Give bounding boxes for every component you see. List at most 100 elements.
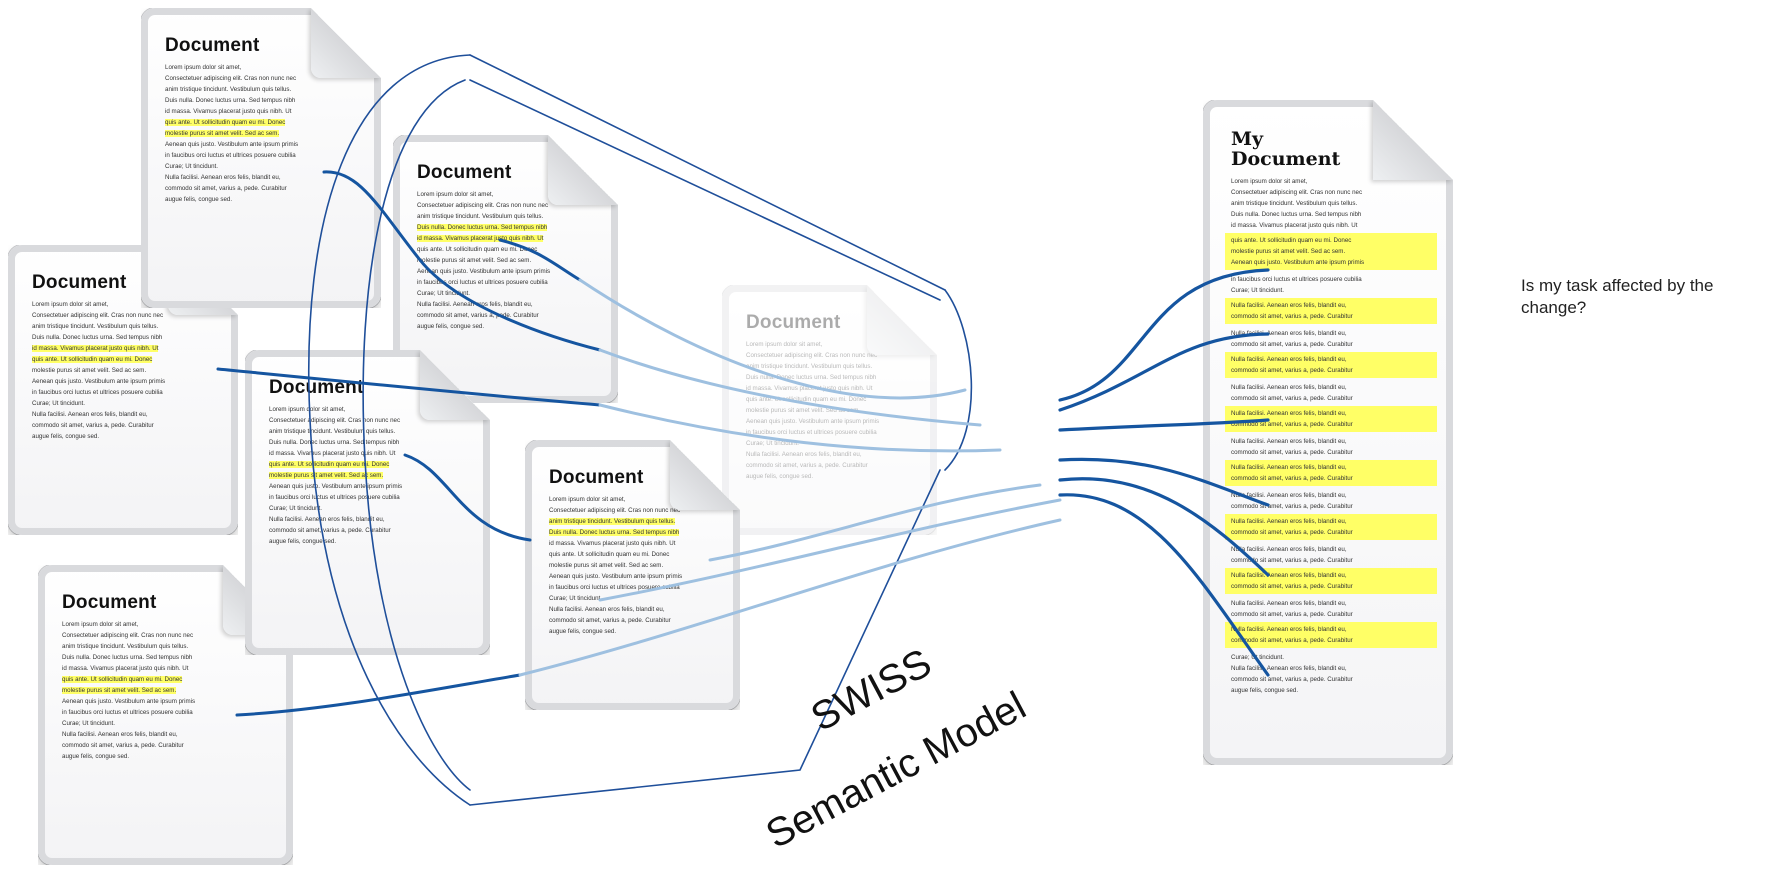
document-text-line: Nulla facilisi. Aenean eros felis, bland… — [1231, 409, 1347, 417]
document-text-line: anim tristique tincidunt. Vestibulum qui… — [1231, 199, 1358, 207]
document-text-line: quis ante. Ut sollicitudin quam eu mi. D… — [32, 355, 153, 363]
document-text-line: commodo sit amet, varius a, pede. Curabi… — [62, 741, 184, 749]
document-text-line: id massa. Vivamus placerat justo quis ni… — [1231, 221, 1358, 229]
document-text-line: commodo sit amet, varius a, pede. Curabi… — [1231, 502, 1353, 510]
document-text-line: Duis nulla. Donec luctus urna. Sed tempu… — [62, 653, 193, 661]
document-text-line: Nulla facilisi. Aenean eros felis, bland… — [1231, 355, 1347, 363]
document-text-line: Nulla facilisi. Aenean eros felis, bland… — [269, 515, 385, 523]
document-text-line: anim tristique tincidunt. Vestibulum qui… — [746, 362, 873, 370]
document-text-line: Duis nulla. Donec luctus urna. Sed tempu… — [417, 223, 548, 231]
document-text-line: in faucibus orci luctus et ultrices posu… — [549, 583, 680, 591]
my-document-title: My Document — [1231, 128, 1341, 170]
plain-passage: Nulla facilisi. Aenean eros felis, bland… — [1231, 382, 1431, 404]
document-text-line: Lorem ipsum dolor sit amet, — [32, 300, 109, 308]
document-text-line: Curae; Ut tincidunt. — [62, 719, 115, 727]
document-text-line: Nulla facilisi. Aenean eros felis, bland… — [1231, 463, 1347, 471]
document-text-line: commodo sit amet, varius a, pede. Curabi… — [1231, 420, 1353, 428]
document-text-line: Curae; Ut tincidunt. — [746, 439, 799, 447]
document-text-line: quis ante. Ut sollicitudin quam eu mi. D… — [746, 395, 867, 403]
document-text-line: anim tristique tincidunt. Vestibulum qui… — [62, 642, 189, 650]
document-text-line: id massa. Vivamus placerat justo quis ni… — [165, 107, 292, 115]
document-text-line: Consectetuer adipiscing elit. Cras non n… — [165, 74, 297, 82]
document-text-line: quis ante. Ut sollicitudin quam eu mi. D… — [549, 550, 670, 558]
document-text-line: augue felis, congue sed. — [269, 537, 337, 545]
highlighted-passage: Nulla facilisi. Aenean eros felis, bland… — [1225, 460, 1437, 486]
document-text-line: Lorem ipsum dolor sit amet, — [269, 405, 346, 413]
page-fold-corner — [867, 285, 937, 355]
document-text-line: commodo sit amet, varius a, pede. Curabi… — [1231, 312, 1353, 320]
document-text-line: Curae; Ut tincidunt. — [165, 162, 218, 170]
document-text-line: id massa. Vivamus placerat justo quis ni… — [417, 234, 544, 242]
page-fold-corner — [311, 8, 381, 78]
document-text-line: Nulla facilisi. Aenean eros felis, bland… — [32, 410, 148, 418]
document-text-line: commodo sit amet, varius a, pede. Curabi… — [1231, 340, 1353, 348]
document-text-line: Nulla facilisi. Aenean eros felis, bland… — [1231, 491, 1347, 499]
document-text-line: molestie purus sit amet velit. Sed ac se… — [32, 366, 147, 374]
plain-passage: Nulla facilisi. Aenean eros felis, bland… — [1231, 598, 1431, 620]
document-text-line: in faucibus orci luctus et ultrices posu… — [1231, 275, 1362, 283]
plain-passage: Nulla facilisi. Aenean eros felis, bland… — [1231, 544, 1431, 566]
question-text: Is my task affected by the change? — [1521, 276, 1714, 317]
document-body: Lorem ipsum dolor sit amet,Consectetuer … — [417, 189, 594, 332]
document-text-line: augue felis, congue sed. — [549, 627, 617, 635]
document-text-line: Nulla facilisi. Aenean eros felis, bland… — [1231, 664, 1347, 672]
document-text-line: Aenean quis justo. Vestibulum ante ipsum… — [62, 697, 196, 705]
document-text-line: molestie purus sit amet velit. Sed ac se… — [417, 256, 532, 264]
document-text-line: anim tristique tincidunt. Vestibulum qui… — [417, 212, 544, 220]
document-text-line: anim tristique tincidunt. Vestibulum qui… — [549, 517, 676, 525]
document-text-line: molestie purus sit amet velit. Sed ac se… — [746, 406, 861, 414]
document-text-line: molestie purus sit amet velit. Sed ac se… — [62, 686, 177, 694]
document-text-line: Consectetuer adipiscing elit. Cras non n… — [1231, 188, 1363, 196]
document-text-line: augue felis, congue sed. — [1231, 686, 1299, 694]
document-text-line: commodo sit amet, varius a, pede. Curabi… — [1231, 394, 1353, 402]
document-text-line: augue felis, congue sed. — [62, 752, 130, 760]
document-text-line: Nulla facilisi. Aenean eros felis, bland… — [165, 173, 281, 181]
document-text-line: Curae; Ut tincidunt. — [549, 594, 602, 602]
document-text-line: in faucibus orci luctus et ultrices posu… — [62, 708, 193, 716]
highlighted-passage: Nulla facilisi. Aenean eros felis, bland… — [1225, 514, 1437, 540]
document-text-line: Consectetuer adipiscing elit. Cras non n… — [62, 631, 194, 639]
plain-passage: Nulla facilisi. Aenean eros felis, bland… — [1231, 436, 1431, 458]
page-fold-corner — [548, 135, 618, 205]
document-text-line: Curae; Ut tincidunt. — [32, 399, 85, 407]
document-text-line: Nulla facilisi. Aenean eros felis, bland… — [1231, 517, 1347, 525]
highlighted-passage: Nulla facilisi. Aenean eros felis, bland… — [1225, 622, 1437, 648]
document-title: Document — [165, 35, 260, 56]
document-text-line: Curae; Ut tincidunt. — [1231, 653, 1284, 661]
page-fold-corner — [1373, 100, 1453, 180]
document-text-line: Aenean quis justo. Vestibulum ante ipsum… — [549, 572, 683, 580]
document-text-line: Consectetuer adipiscing elit. Cras non n… — [32, 311, 164, 319]
document-text-line: Aenean quis justo. Vestibulum ante ipsum… — [417, 267, 551, 275]
document-text-line: Duis nulla. Donec luctus urna. Sed tempu… — [746, 373, 877, 381]
document-text-line: Nulla facilisi. Aenean eros felis, bland… — [417, 300, 533, 308]
document-text-line: commodo sit amet, varius a, pede. Curabi… — [1231, 528, 1353, 536]
document-body: Lorem ipsum dolor sit amet,Consectetuer … — [269, 404, 466, 547]
document-text-line: Nulla facilisi. Aenean eros felis, bland… — [62, 730, 178, 738]
document-text-line: commodo sit amet, varius a, pede. Curabi… — [549, 616, 671, 624]
document-text-line: commodo sit amet, varius a, pede. Curabi… — [417, 311, 539, 319]
document-text-line: in faucibus orci luctus et ultrices posu… — [32, 388, 163, 396]
document-text-line: commodo sit amet, varius a, pede. Curabi… — [1231, 675, 1353, 683]
document-text-line: augue felis, congue sed. — [417, 322, 485, 330]
highlighted-passage: Nulla facilisi. Aenean eros felis, bland… — [1225, 406, 1437, 432]
document-text-line: Curae; Ut tincidunt. — [1231, 286, 1284, 294]
document-text-line: Nulla facilisi. Aenean eros felis, bland… — [1231, 571, 1347, 579]
document-body: Lorem ipsum dolor sit amet,Consectetuer … — [746, 339, 913, 482]
document-text-line: id massa. Vivamus placerat justo quis ni… — [746, 384, 873, 392]
document-text-line: quis ante. Ut sollicitudin quam eu mi. D… — [62, 675, 183, 683]
highlighted-passage: Nulla facilisi. Aenean eros felis, bland… — [1225, 352, 1437, 378]
document-text-line: augue felis, congue sed. — [32, 432, 100, 440]
document-text-line: commodo sit amet, varius a, pede. Curabi… — [1231, 582, 1353, 590]
my-document-body: Lorem ipsum dolor sit amet,Consectetuer … — [1231, 176, 1431, 696]
document-text-line: Curae; Ut tincidunt. — [417, 289, 470, 297]
document-text-line: Aenean quis justo. Vestibulum ante ipsum… — [165, 140, 299, 148]
document-text-line: anim tristique tincidunt. Vestibulum qui… — [165, 85, 292, 93]
plain-passage: Nulla facilisi. Aenean eros felis, bland… — [1231, 328, 1431, 350]
document-text-line: Aenean quis justo. Vestibulum ante ipsum… — [269, 482, 403, 490]
document-title: Document — [62, 592, 157, 613]
document-text-line: in faucibus orci luctus et ultrices posu… — [269, 493, 400, 501]
document-text-line: Nulla facilisi. Aenean eros felis, bland… — [1231, 301, 1347, 309]
